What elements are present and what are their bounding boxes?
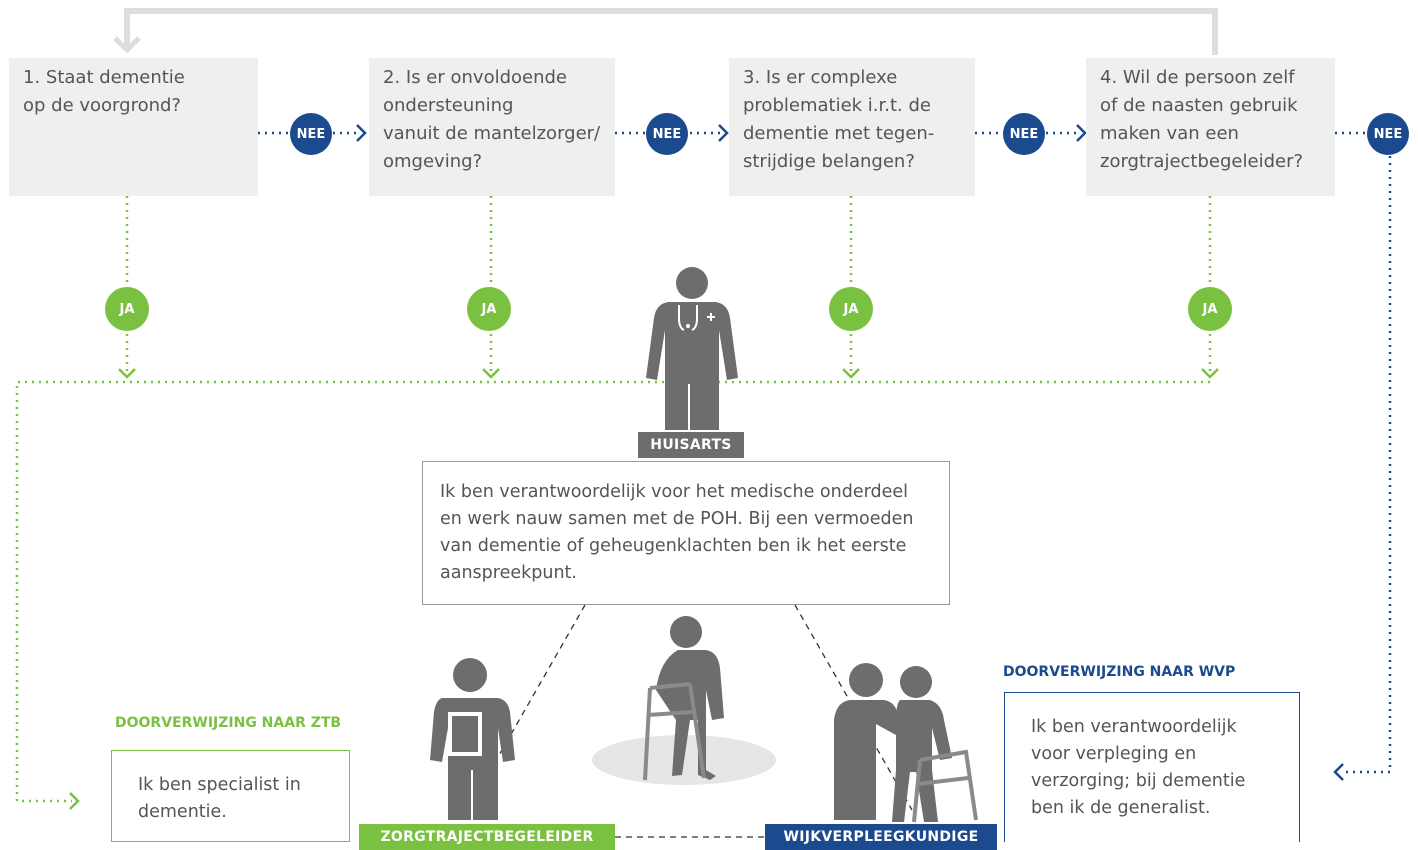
ztb-arrowhead	[69, 792, 80, 810]
patient-figure	[643, 616, 724, 781]
ja-badge-3: JA	[829, 287, 873, 331]
nee-badge-2: NEE	[646, 113, 688, 155]
huisarts-description: Ik ben verantwoordelijk voor het medisch…	[422, 461, 950, 605]
wvp-arrowhead	[1333, 763, 1344, 781]
loop-arrowhead	[113, 36, 141, 54]
ztb-description: Ik ben specialist in dementie.	[111, 750, 350, 842]
huisarts-figure	[646, 267, 738, 430]
wvp-referral-line	[1342, 156, 1392, 774]
nee-badge-3: NEE	[1003, 113, 1045, 155]
question-box-4: 4. Wil de persoon zelf of de naasten geb…	[1086, 58, 1335, 196]
nee-badge-4: NEE	[1367, 113, 1409, 155]
zorgtrajectbegeleider-figure	[430, 658, 515, 820]
ja-badge-4: JA	[1188, 287, 1232, 331]
loop-back-arrow	[124, 8, 1218, 55]
ja-badge-2: JA	[467, 287, 511, 331]
huisarts-label: HUISARTS	[638, 432, 744, 458]
nee-arrowhead-1	[356, 124, 367, 142]
ja-badge-1: JA	[105, 287, 149, 331]
ztb-referral-line	[15, 380, 1210, 803]
question-box-3: 3. Is er complexe problematiek i.r.t. de…	[729, 58, 975, 196]
ztb-referral-heading: DOORVERWIJZING NAAR ZTB	[115, 715, 342, 731]
wijkverpleegkundige-label: WIJKVERPLEEGKUNDIGE	[765, 824, 997, 850]
question-box-1: 1. Staat dementie op de voorgrond?	[9, 58, 258, 196]
nee-arrowhead-2	[718, 124, 729, 142]
zorgtrajectbegeleider-label: ZORGTRAJECTBEGELEIDER	[359, 824, 615, 850]
wvp-description: Ik ben verantwoordelijk voor verpleging …	[1004, 692, 1300, 842]
nee-badge-1: NEE	[290, 113, 332, 155]
wijkverpleegkundige-figure	[834, 663, 978, 823]
nee-arrowhead-3	[1076, 124, 1087, 142]
question-box-2: 2. Is er onvoldoende ondersteuning vanui…	[369, 58, 615, 196]
wvp-referral-heading: DOORVERWIJZING NAAR WVP	[1003, 664, 1236, 680]
